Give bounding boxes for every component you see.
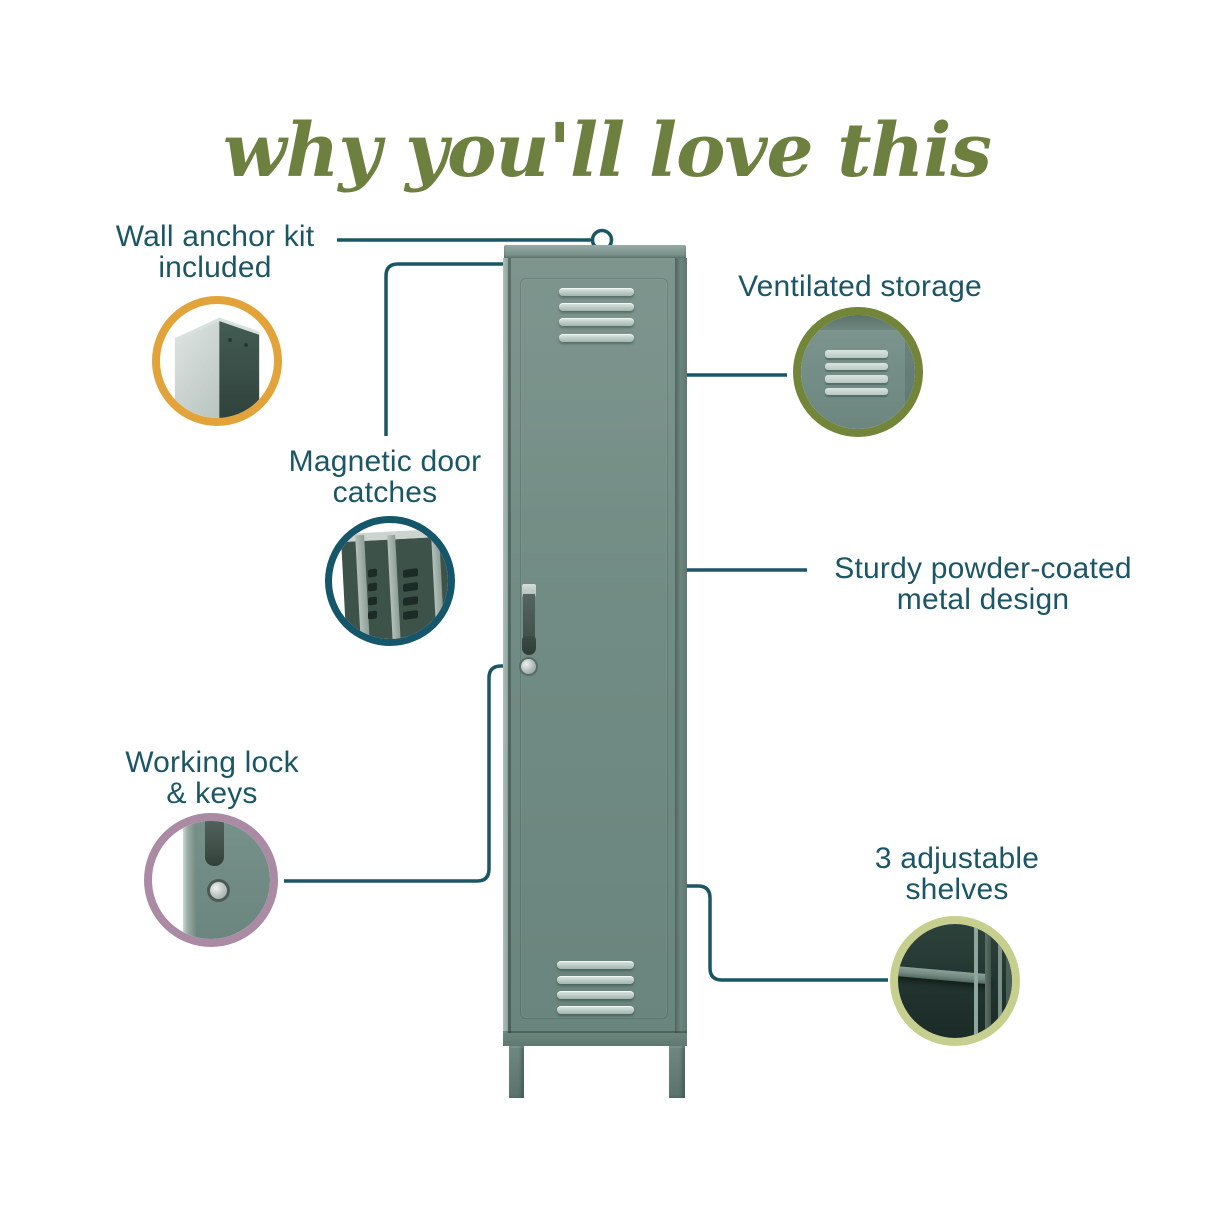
label-shelves: 3 adjustable shelves: [807, 843, 1107, 905]
anchor-hole: [228, 338, 233, 343]
lock-cylinder: [521, 659, 536, 674]
photo-detail: [801, 315, 915, 429]
locker-door-gap: [508, 258, 511, 1046]
handle-shaft: [523, 594, 535, 642]
vent-slat: [824, 375, 888, 383]
locker-leg-right: [669, 1046, 685, 1098]
page-title: why you'll love this: [222, 107, 992, 194]
lock-cylinder: [209, 882, 227, 900]
label-line: Magnetic door: [288, 445, 482, 478]
door-inset-line: [520, 278, 668, 1019]
door-inner-strip: [974, 924, 978, 1038]
locker-top-cap: [504, 245, 686, 259]
cap-shadow: [801, 315, 915, 330]
label-line: metal design: [896, 583, 1070, 616]
door-inner-strip: [984, 924, 992, 1038]
bottom-vent-slat: [557, 991, 634, 999]
photo-detail: [152, 821, 270, 939]
label-lock: Working lock & keys: [62, 747, 362, 809]
photo-detail: [160, 304, 274, 418]
locker-body: [503, 258, 687, 1046]
label-line: shelves: [905, 873, 1009, 906]
door-bottom-seam: [503, 1031, 687, 1033]
label-line: Working lock: [125, 746, 299, 779]
label-line: Sturdy powder-coated: [834, 552, 1132, 585]
label-sturdy: Sturdy powder-coated metal design: [818, 553, 1148, 615]
top-vent-slat: [559, 334, 634, 342]
magnetic-catches-photo: [325, 516, 455, 646]
label-magnetic: Magnetic door catches: [235, 446, 535, 508]
wall-anchor-photo: [152, 296, 282, 426]
label-line: 3 adjustable: [874, 842, 1040, 875]
handle-shaft: [205, 821, 224, 866]
label-wall-anchor: Wall anchor kit included: [75, 221, 355, 283]
door-inner-strip: [998, 924, 1002, 1038]
locker-right-side-panel: [675, 258, 687, 1046]
working-lock-photo: [144, 813, 278, 947]
handle-top-cap: [522, 584, 536, 597]
cabinet-back-face: [219, 318, 260, 418]
locker-bottom-band: [503, 1033, 687, 1046]
ventilated-storage-photo: [793, 307, 923, 437]
locker-leg-left: [509, 1046, 524, 1098]
connector-magnetic: [384, 262, 517, 436]
bottom-vent-slat: [557, 976, 634, 984]
anchor-hole: [244, 342, 249, 347]
locker-left-frame: [503, 258, 508, 1046]
door-handle: [521, 584, 537, 655]
top-vent-slat: [559, 318, 634, 326]
handle-tip: [522, 636, 536, 655]
photo-detail: [332, 523, 448, 639]
label-line: catches: [332, 476, 438, 509]
bottom-vent-slat: [557, 1006, 634, 1014]
vent-slat: [824, 362, 888, 371]
photo-detail: [898, 924, 1012, 1038]
door-edge-strip: [182, 821, 196, 939]
label-line: Ventilated storage: [738, 270, 982, 303]
top-vent-slat: [559, 303, 634, 311]
label-line: Wall anchor kit: [115, 220, 315, 253]
label-line: included: [158, 251, 272, 284]
door-face: [801, 315, 915, 429]
locker-door: [511, 260, 675, 1031]
vent-slat: [824, 387, 888, 396]
label-ventilated: Ventilated storage: [710, 271, 1010, 302]
adjustable-shelves-photo: [890, 916, 1020, 1046]
vent-slat: [824, 350, 888, 358]
top-vent-slat: [559, 288, 634, 296]
bottom-vent-slat: [557, 961, 634, 969]
door-inner-strip: [1006, 924, 1012, 1038]
label-line: & keys: [166, 777, 258, 810]
side-shadow: [904, 315, 915, 429]
